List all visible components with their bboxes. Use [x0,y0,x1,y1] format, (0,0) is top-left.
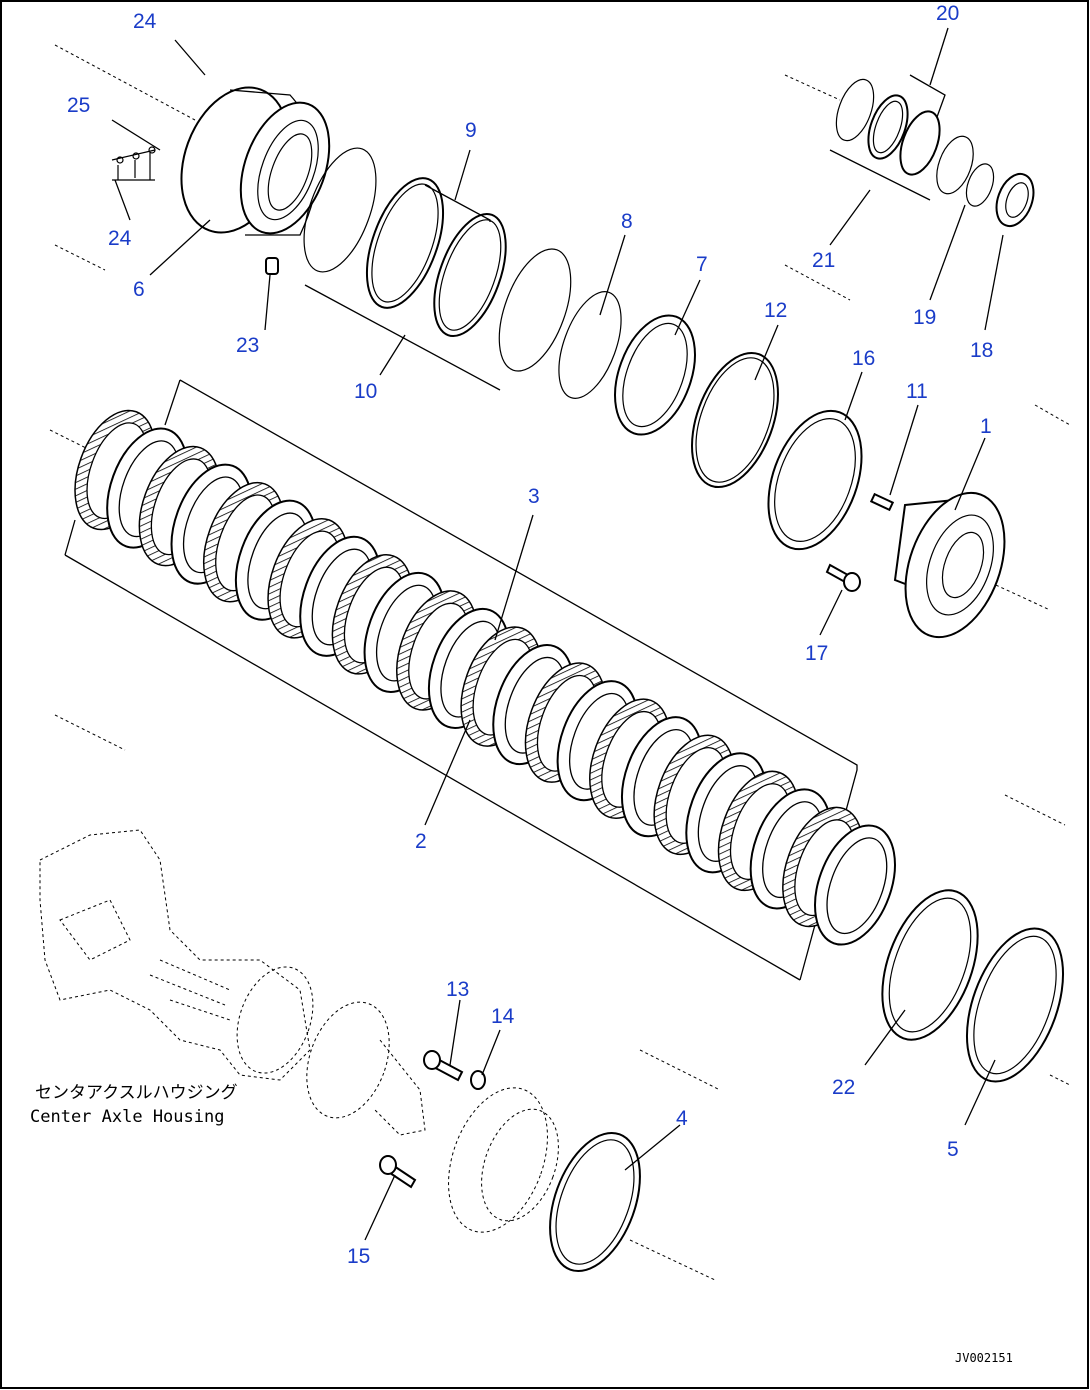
part-14-washer [470,1070,486,1090]
disc-bore [826,837,888,935]
callout-12: 12 [764,299,787,322]
center-axle-housing-sketch [39,829,559,1233]
callout-14: 14 [491,1005,515,1028]
callout-24-left: 24 [108,227,132,250]
callout-23: 23 [236,334,259,357]
rings-9-10 [303,147,572,391]
callout-10: 10 [354,380,377,403]
disc-pack [74,409,896,946]
part-16-plate [767,409,863,551]
rings-18-21 [829,74,1035,228]
caption-english: Center Axle Housing [30,1107,224,1127]
part-8-ring [558,291,622,399]
callout-15: 15 [347,1245,370,1268]
part-17-bolt [825,563,861,592]
caption-japanese: センタアクスルハウジング [35,1083,238,1103]
callout-22: 22 [832,1076,855,1099]
part-13-bolt [423,1050,464,1082]
part-12-ring [691,351,779,489]
callout-2: 2 [415,830,427,853]
leader-lines [111,27,1004,1241]
callout-11: 11 [906,380,928,403]
callout-8: 8 [621,210,633,233]
callout-labels: 24 25 24 6 23 9 10 8 7 12 16 11 1 17 20 … [67,2,993,1268]
callout-21: 21 [812,249,835,272]
part-4-ring [549,1131,641,1273]
callout-7: 7 [696,253,708,276]
callout-17: 17 [805,642,828,665]
callout-19: 19 [913,306,936,329]
callout-5: 5 [947,1138,959,1161]
center-axis-lines [49,44,1071,1281]
callout-6: 6 [133,278,145,301]
callout-1: 1 [980,415,992,438]
callout-9: 9 [465,119,477,142]
callout-18: 18 [970,339,993,362]
part-22-ring [881,889,979,1041]
callout-20: 20 [936,2,959,25]
part-6-housing [180,86,331,236]
part-5-ring [965,927,1065,1083]
callout-24-top: 24 [133,10,157,33]
callout-16: 16 [852,347,875,370]
part-24-25-fittings [111,146,156,181]
callout-4: 4 [676,1107,688,1130]
callout-13: 13 [446,978,469,1001]
part-15-bolt [379,1155,417,1189]
part-7-ring [614,314,696,436]
part-11-pin [869,492,895,512]
part-1-carrier [893,491,1006,639]
part-23-plug [265,257,279,275]
callout-25: 25 [67,94,90,117]
drawing-code: JV002151 [955,1351,1013,1365]
callout-3: 3 [528,485,540,508]
